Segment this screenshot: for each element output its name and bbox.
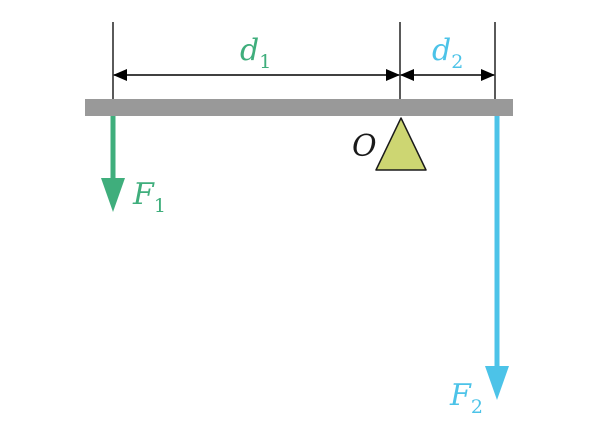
F1-label: F1 [132, 177, 166, 217]
fulcrum-triangle [375, 117, 427, 171]
F2-arrow-head [485, 366, 509, 400]
d2-label: d2 [432, 33, 463, 73]
pivot-label: O [352, 129, 377, 164]
F1-arrow-head [101, 178, 125, 212]
lever-beam [85, 99, 513, 116]
d1-label: d1 [240, 33, 271, 73]
F2-label: F2 [449, 378, 483, 418]
